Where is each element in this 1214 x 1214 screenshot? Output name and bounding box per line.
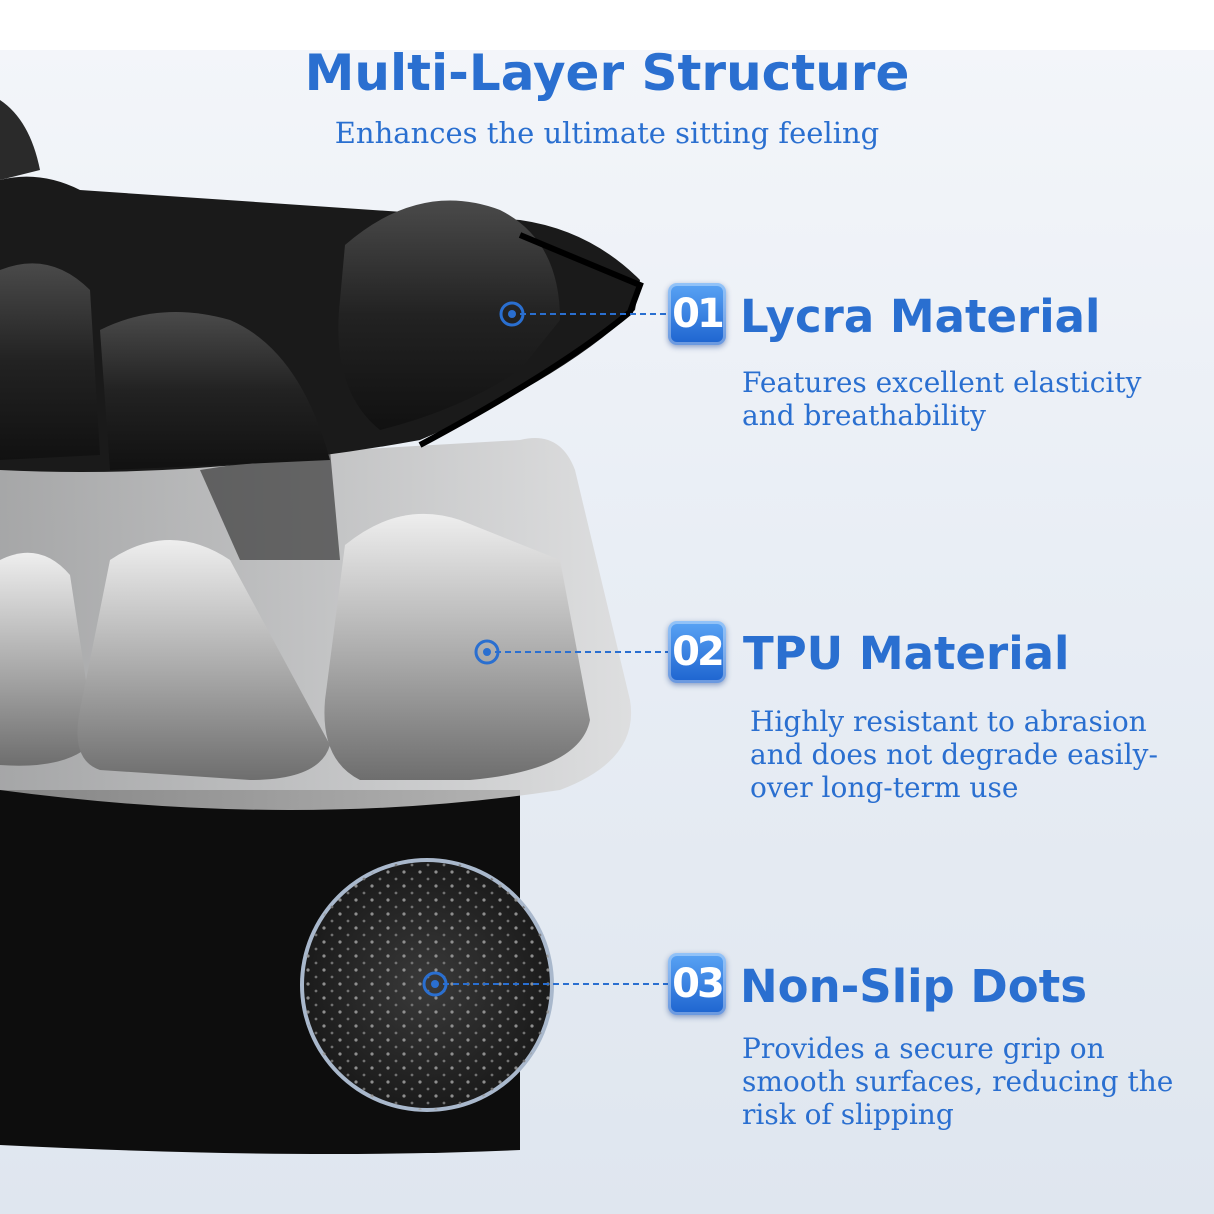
page-title: Multi-Layer Structure bbox=[304, 44, 910, 102]
lycra-cell bbox=[338, 200, 560, 430]
tpu-cell bbox=[324, 513, 590, 780]
leader-line-1 bbox=[499, 301, 668, 327]
tpu-cell bbox=[0, 552, 95, 766]
feature-title-lycra: Lycra Material bbox=[740, 290, 1101, 343]
lycra-cell bbox=[0, 263, 100, 460]
tpu-cell bbox=[77, 540, 330, 780]
page-subtitle: Enhances the ultimate sitting feeling bbox=[334, 116, 880, 150]
lycra-cell bbox=[100, 312, 330, 470]
leader-line-2 bbox=[474, 639, 668, 665]
top-band bbox=[0, 0, 1214, 50]
dot-texture bbox=[302, 860, 552, 1110]
feature-description-tpu: Highly resistant to abrasion and does no… bbox=[750, 705, 1158, 804]
feature-badge-3: 03 bbox=[668, 953, 726, 1015]
target-icon bbox=[422, 971, 448, 997]
feature-title-tpu: TPU Material bbox=[743, 627, 1070, 680]
feature-description-lycra: Features excellent elasticity and breath… bbox=[742, 366, 1142, 432]
feature-description-non-slip: Provides a secure grip on smooth surface… bbox=[742, 1032, 1174, 1131]
target-icon bbox=[499, 301, 525, 327]
leader-line-3 bbox=[422, 971, 668, 997]
feature-title-non-slip: Non-Slip Dots bbox=[740, 960, 1087, 1013]
target-icon bbox=[474, 639, 500, 665]
feature-badge-2: 02 bbox=[668, 621, 726, 683]
feature-badge-1: 01 bbox=[668, 283, 726, 345]
